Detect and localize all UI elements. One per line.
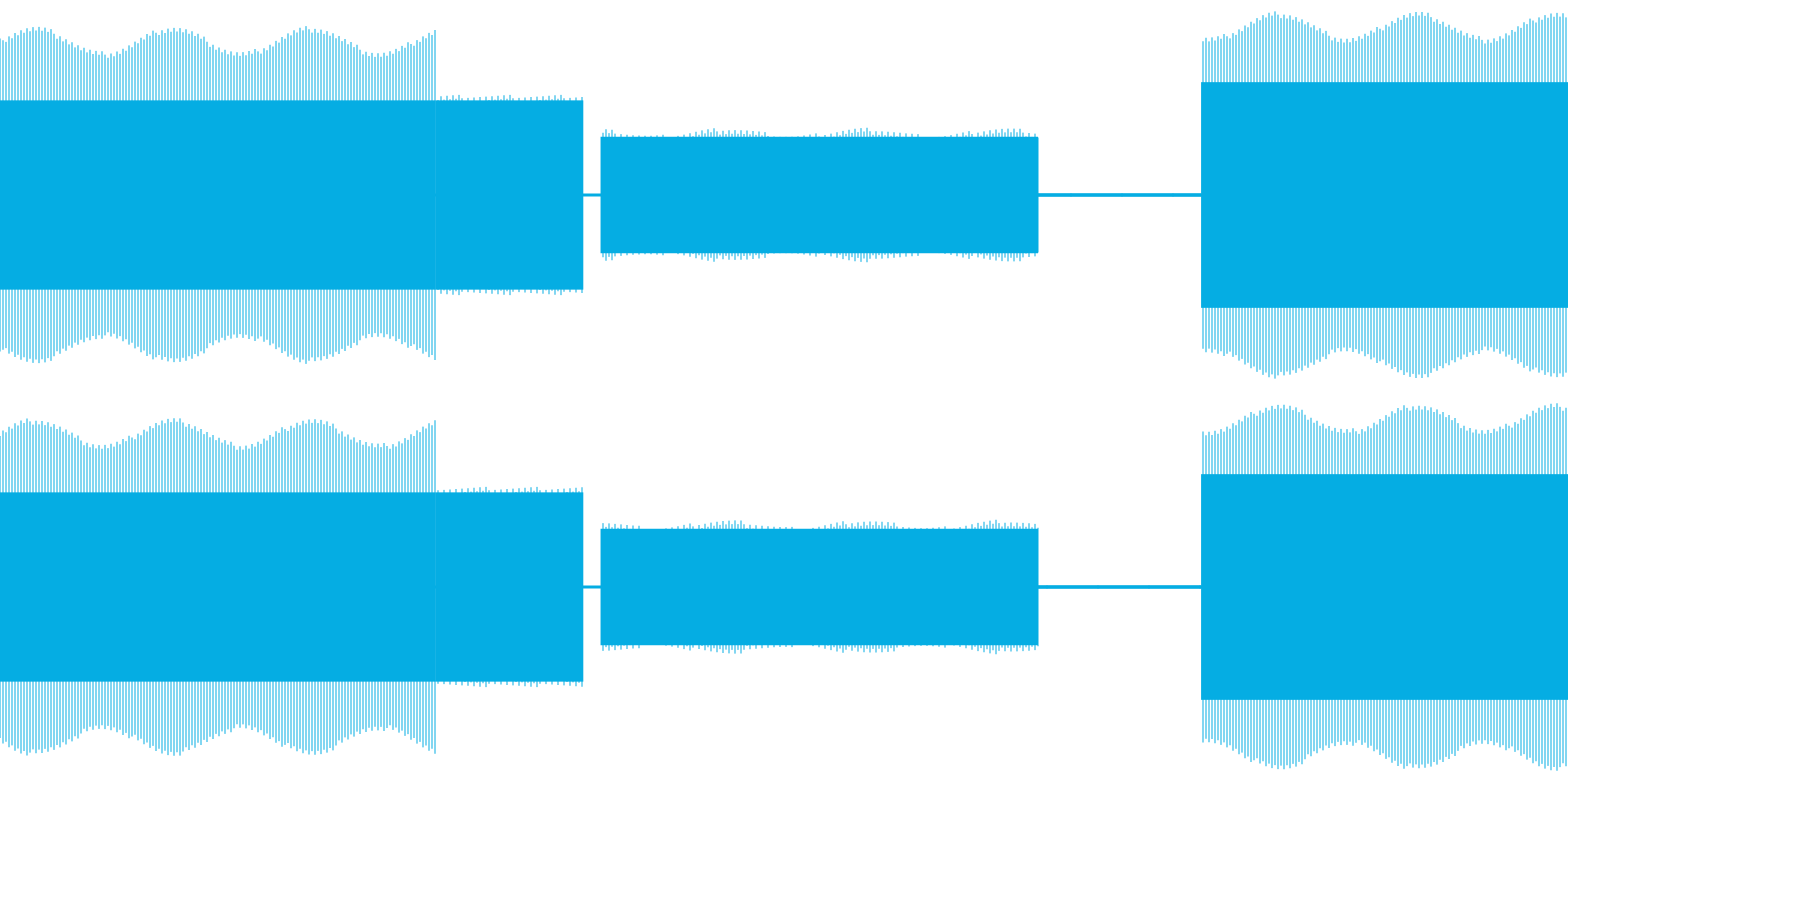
segment-core-burst-1a	[0, 492, 436, 682]
waveform-channel-2-svg	[0, 392, 1568, 782]
segment-core-gap-1	[583, 194, 601, 196]
segment-core-burst-1a	[0, 100, 436, 290]
segment-core-burst-3	[1201, 82, 1568, 308]
segment-core-gap-1	[583, 586, 601, 588]
segment-core-gap-2	[1038, 193, 1202, 197]
segment-core-gap-2	[1038, 585, 1202, 589]
waveform-channel-1[interactable]	[0, 0, 1568, 390]
segment-core-burst-3	[1201, 474, 1568, 700]
waveform-channel-2[interactable]	[0, 392, 1568, 782]
waveform-channel-1-svg	[0, 0, 1568, 390]
